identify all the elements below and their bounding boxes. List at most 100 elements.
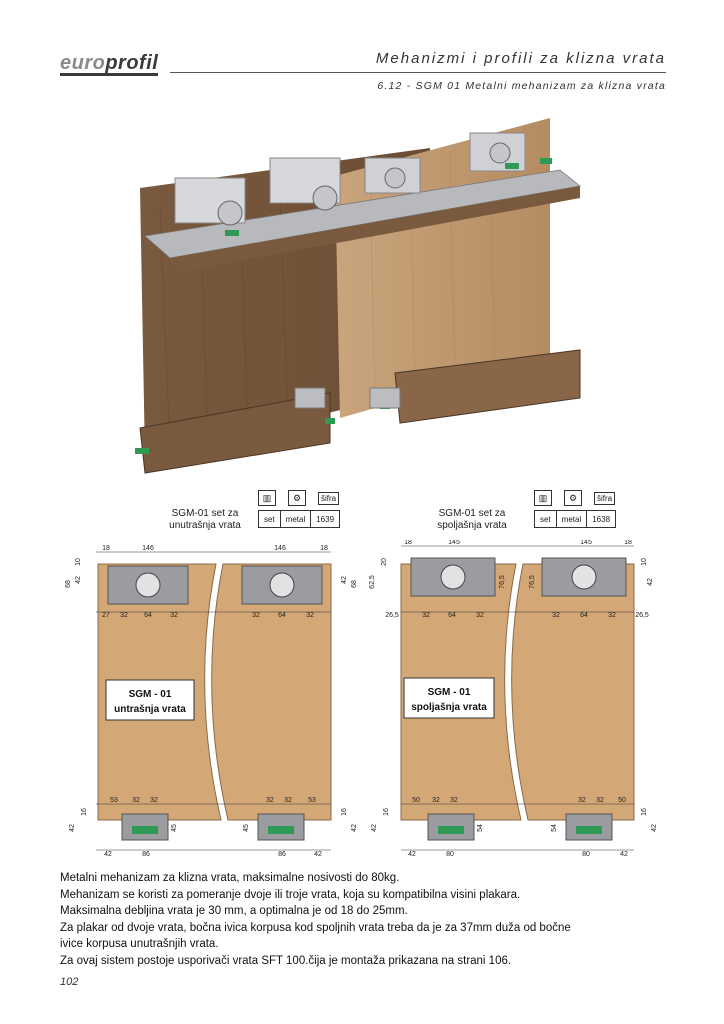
right-door-tag-line2: spoljašnja vrata [411, 702, 487, 713]
dimension-label: 42 [651, 824, 658, 832]
dimension-label: 62,5 [369, 575, 376, 589]
description-line: Metalni mehanizam za klizna vrata, maksi… [60, 872, 400, 884]
dimension-label: 86 [142, 851, 150, 858]
dimension-label: 42 [647, 578, 654, 586]
dimension-label: 16 [81, 808, 88, 816]
dimension-label: 42 [69, 824, 76, 832]
spec-cell: metal [555, 510, 588, 528]
description-line: Mehanizam se koristi za pomeranje dvoje … [60, 888, 521, 901]
dimension-label: 16 [383, 808, 390, 816]
dimension-label: 32 [596, 797, 604, 804]
dimension-label: 32 [170, 612, 178, 619]
dimension-label: 53 [308, 797, 316, 804]
material-icon: ⚙ [564, 490, 582, 506]
dimension-label: 76,5 [529, 575, 536, 589]
dimension-label: 86 [278, 851, 286, 858]
right-door-tag-line1: SGM - 01 [428, 687, 471, 698]
description-line: Za ovaj sistem postoje usporivači vrata … [60, 954, 512, 967]
dimension-label: 26,5 [635, 612, 649, 619]
dimension-label: 32 [450, 797, 458, 804]
left-spec-table: set metal 1639 [258, 510, 341, 528]
spec-cell: set [534, 510, 557, 528]
dimension-label: 18 [102, 545, 110, 552]
dimension-label: 32 [252, 612, 260, 619]
spec-cell: set [258, 510, 281, 528]
description-line: Maksimalna debljina vrata je 30 mm, a op… [60, 905, 408, 917]
dimension-label: 32 [132, 797, 140, 804]
left-spec-block: ▥ ⚙ šifra set metal 1639 [258, 490, 341, 528]
dimension-label: 53 [110, 797, 118, 804]
dimension-label: 50 [618, 797, 626, 804]
dimension-label: 32 [120, 612, 128, 619]
dimension-label: 16 [341, 808, 348, 816]
page-number: 102 [60, 976, 79, 988]
dimension-label: 54 [477, 824, 484, 832]
dimension-label: 64 [448, 612, 456, 619]
dimension-label: 45 [243, 824, 250, 832]
dimension-label: 32 [432, 797, 440, 804]
dimension-label: 68 [65, 580, 72, 588]
dimension-label: 146 [142, 545, 154, 552]
dimension-label: 80 [446, 851, 454, 858]
right-spec-table: set metal 1638 [534, 510, 617, 528]
dimension-label: 16 [641, 808, 648, 816]
dimension-label: 42 [408, 851, 416, 858]
dimension-label: 42 [351, 824, 358, 832]
material-icon: ⚙ [288, 490, 306, 506]
dimension-label: 18 [404, 540, 412, 546]
dimension-label: 32 [552, 612, 560, 619]
dimension-label: 27 [102, 612, 110, 619]
dimension-label: 68 [351, 580, 358, 588]
description-line: ivice korpusa unutrašnjih vrata. [60, 938, 219, 950]
brand-logo: europrofil [60, 52, 159, 74]
dimension-label: 42 [620, 851, 628, 858]
left-door-tag-line2: untrašnja vrata [114, 704, 186, 715]
dimension-label: 146 [274, 545, 286, 552]
dimension-label: 18 [624, 540, 632, 546]
dimension-label: 26,5 [385, 612, 399, 619]
dimension-label: 42 [341, 576, 348, 584]
dimension-label: 32 [608, 612, 616, 619]
mechanism-icon: ▥ [534, 490, 552, 506]
dimension-label: 45 [171, 824, 178, 832]
spec-cell: metal [279, 510, 312, 528]
dimension-label: 76,5 [499, 575, 506, 589]
right-spec-block: ▥ ⚙ šifra set metal 1638 [534, 490, 617, 528]
dimension-label: 18 [320, 545, 328, 552]
dimension-label: 32 [422, 612, 430, 619]
sifra-label: šifra [594, 492, 616, 505]
page-title: Mehanizmi i profili za klizna vrata [375, 50, 666, 67]
dimension-label: 42 [75, 576, 82, 584]
dimension-label: 32 [578, 797, 586, 804]
dimension-label: 10 [641, 558, 648, 566]
dimension-label: 32 [476, 612, 484, 619]
spec-cell: 1638 [586, 510, 617, 528]
dimension-label: 32 [284, 797, 292, 804]
dimension-label: 32 [150, 797, 158, 804]
spec-cell: 1639 [310, 510, 341, 528]
technical-drawing: SGM - 01 untrašnja vrata SGM - 01 spolja… [65, 540, 658, 858]
description-line: Za plakar od dvoje vrata, bočna ivica ko… [60, 921, 571, 934]
dimension-label: 64 [144, 612, 152, 619]
dimension-label: 10 [75, 558, 82, 566]
dimension-label: 42 [104, 851, 112, 858]
dimension-label: 32 [306, 612, 314, 619]
left-door-tag-line1: SGM - 01 [129, 689, 172, 700]
dimension-label: 145 [580, 540, 592, 546]
dimension-label: 80 [582, 851, 590, 858]
dimension-label: 20 [381, 558, 388, 566]
dimension-label: 145 [448, 540, 460, 546]
header-divider [170, 72, 666, 73]
dimension-label: 54 [551, 824, 558, 832]
dimension-label: 64 [580, 612, 588, 619]
sifra-label: šifra [318, 492, 340, 505]
description-text: Metalni mehanizam za klizna vrata, maksi… [60, 870, 680, 969]
dimension-label: 42 [371, 824, 378, 832]
mechanism-icon: ▥ [258, 490, 276, 506]
dimension-label: 64 [278, 612, 286, 619]
dimension-label: 32 [266, 797, 274, 804]
dimension-label: 42 [314, 851, 322, 858]
section-subtitle: 6.12 - SGM 01 Metalni mehanizam za klizn… [377, 80, 666, 92]
